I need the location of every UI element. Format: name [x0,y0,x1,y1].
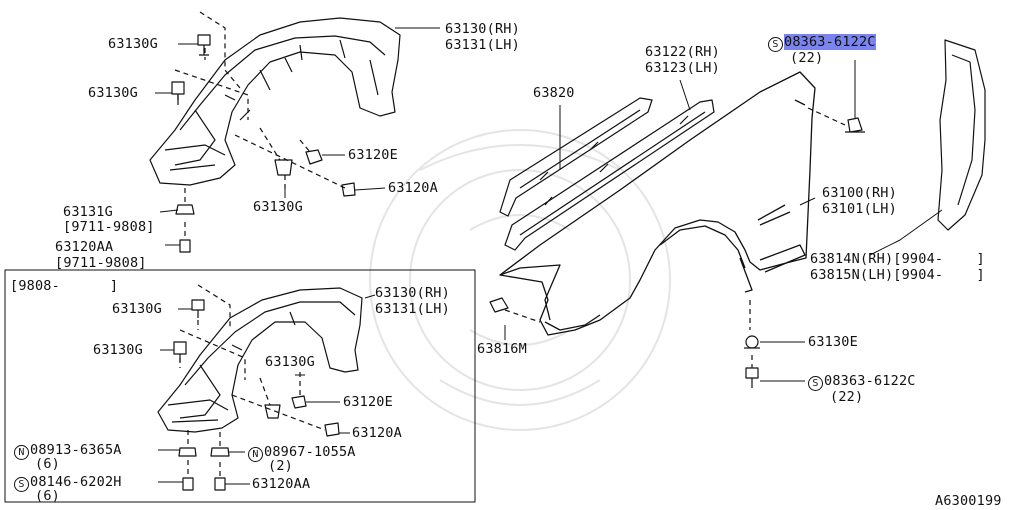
box-range-label: [9808- ] [10,278,119,294]
label-63122-rh: 63122(RH) [645,44,720,60]
leaders-fender [504,107,846,368]
label-box-63120aa: 63120AA [252,476,311,492]
label-63120a: 63120A [388,180,438,196]
leader-lines [155,27,943,382]
label-63120e: 63120E [348,147,398,163]
label-box-63130-rh: 63130(RH) [375,285,450,301]
label-nut-08967-qty: (2) [268,458,293,474]
label-63123-lh: 63123(LH) [645,60,720,76]
label-box-63130g-2: 63130G [93,342,143,358]
label-63120aa-range: [9711-9808] [55,255,147,271]
label-63816m: 63816M [477,341,527,357]
fender-liner-bottom [157,287,363,433]
label-63130-rh-top: 63130(RH) [445,21,520,37]
label-63101-lh: 63101(LH) [822,201,897,217]
box-leader-lines [158,294,376,485]
label-box-63120e: 63120E [343,394,393,410]
label-box-63130g-1: 63130G [112,301,162,317]
mudguard-piece [937,39,986,231]
circled-s-icon: S [14,477,29,492]
label-box-63131-lh: 63131(LH) [375,301,450,317]
label-nut-08913-qty: (6) [35,456,60,472]
front-fender [499,71,816,336]
label-bolt-08363-bottom-qty: (22) [830,389,864,405]
circled-n-icon: N [248,447,263,462]
fender-fasteners [489,117,865,388]
label-63130e: 63130E [808,334,858,350]
label-63130g-1: 63130G [108,36,158,52]
fender-seal-strips [499,97,715,251]
label-box-63120a: 63120A [352,425,402,441]
box-fasteners [173,299,340,491]
watermark-emblem [369,129,671,431]
label-63131g-range: [9711-9808] [63,219,155,235]
circled-s-icon: S [768,37,783,52]
label-bolt-08363-top-qty: (22) [790,50,824,66]
label-63131g: 63131G [63,204,113,220]
top-fasteners [171,34,356,253]
figure-id: A6300199 [935,493,1002,509]
label-63130g-2: 63130G [88,85,138,101]
label-63130g-3: 63130G [253,199,303,215]
label-63100-rh: 63100(RH) [822,185,897,201]
circled-s-icon: S [808,376,823,391]
label-63120aa-top: 63120AA [55,239,114,255]
label-box-63130g-3: 63130G [265,354,315,370]
label-63820: 63820 [533,85,575,101]
label-bolt-08146-qty: (6) [35,488,60,504]
variant-box [4,269,476,503]
label-63815n: 63815N(LH)[9904- ] [810,267,985,283]
highlighted-part-number[interactable]: 08363-6122C [784,34,876,50]
circled-n-icon: N [14,445,29,460]
label-63814n: 63814N(RH)[9904- ] [810,251,985,267]
label-63131-lh-top: 63131(LH) [445,37,520,53]
